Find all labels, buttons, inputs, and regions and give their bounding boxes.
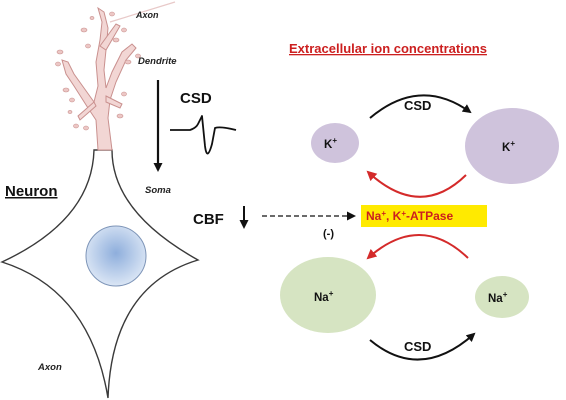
sodium-return-arrow <box>366 234 469 260</box>
potassium-small-ellipse <box>311 123 359 163</box>
sodium-small-label: Na+ <box>488 290 508 305</box>
sodium-large-label: Na+ <box>314 289 334 304</box>
sodium-large-ellipse <box>280 257 376 333</box>
na-k-atpase-box <box>361 205 487 227</box>
na-k-atpase-label: Na+, K+-ATPase <box>366 209 453 223</box>
neuron-illustration: Axon Dendrite Soma Axon Neuron <box>0 1 200 399</box>
potassium-small-label: K+ <box>324 136 337 151</box>
axon-top-label: Axon <box>135 10 159 20</box>
nucleus <box>85 225 147 287</box>
dendrite-label: Dendrite <box>138 56 177 67</box>
dendrite-spines <box>55 11 141 131</box>
csd-bottom-label: CSD <box>404 339 431 354</box>
neuron-label: Neuron <box>5 183 58 200</box>
inhibition-label: (-) <box>323 228 334 240</box>
csd-bottom-arrow <box>369 332 476 361</box>
potassium-large-label: K+ <box>502 139 515 154</box>
sodium-small-ellipse <box>475 276 529 318</box>
potassium-large-ellipse <box>465 108 559 184</box>
csd-signal-label: CSD <box>180 90 212 107</box>
extracellular-panel: Extracellular ion concentrations K+ K+ C… <box>280 41 559 361</box>
extracellular-title: Extracellular ion concentrations <box>289 41 487 56</box>
cbf-signal: CBF (-) <box>193 206 356 240</box>
csd-top-arrow <box>369 94 472 119</box>
csd-top-label: CSD <box>404 98 431 113</box>
axon-bottom-label: Axon <box>37 362 62 373</box>
cbf-label: CBF <box>193 211 224 228</box>
dendrite-tree <box>61 6 137 151</box>
soma-label: Soma <box>145 185 171 196</box>
csd-waveform-icon <box>170 115 237 155</box>
axon-top-line <box>109 1 176 23</box>
potassium-return-arrow <box>366 170 467 198</box>
csd-signal: CSD <box>153 80 237 172</box>
